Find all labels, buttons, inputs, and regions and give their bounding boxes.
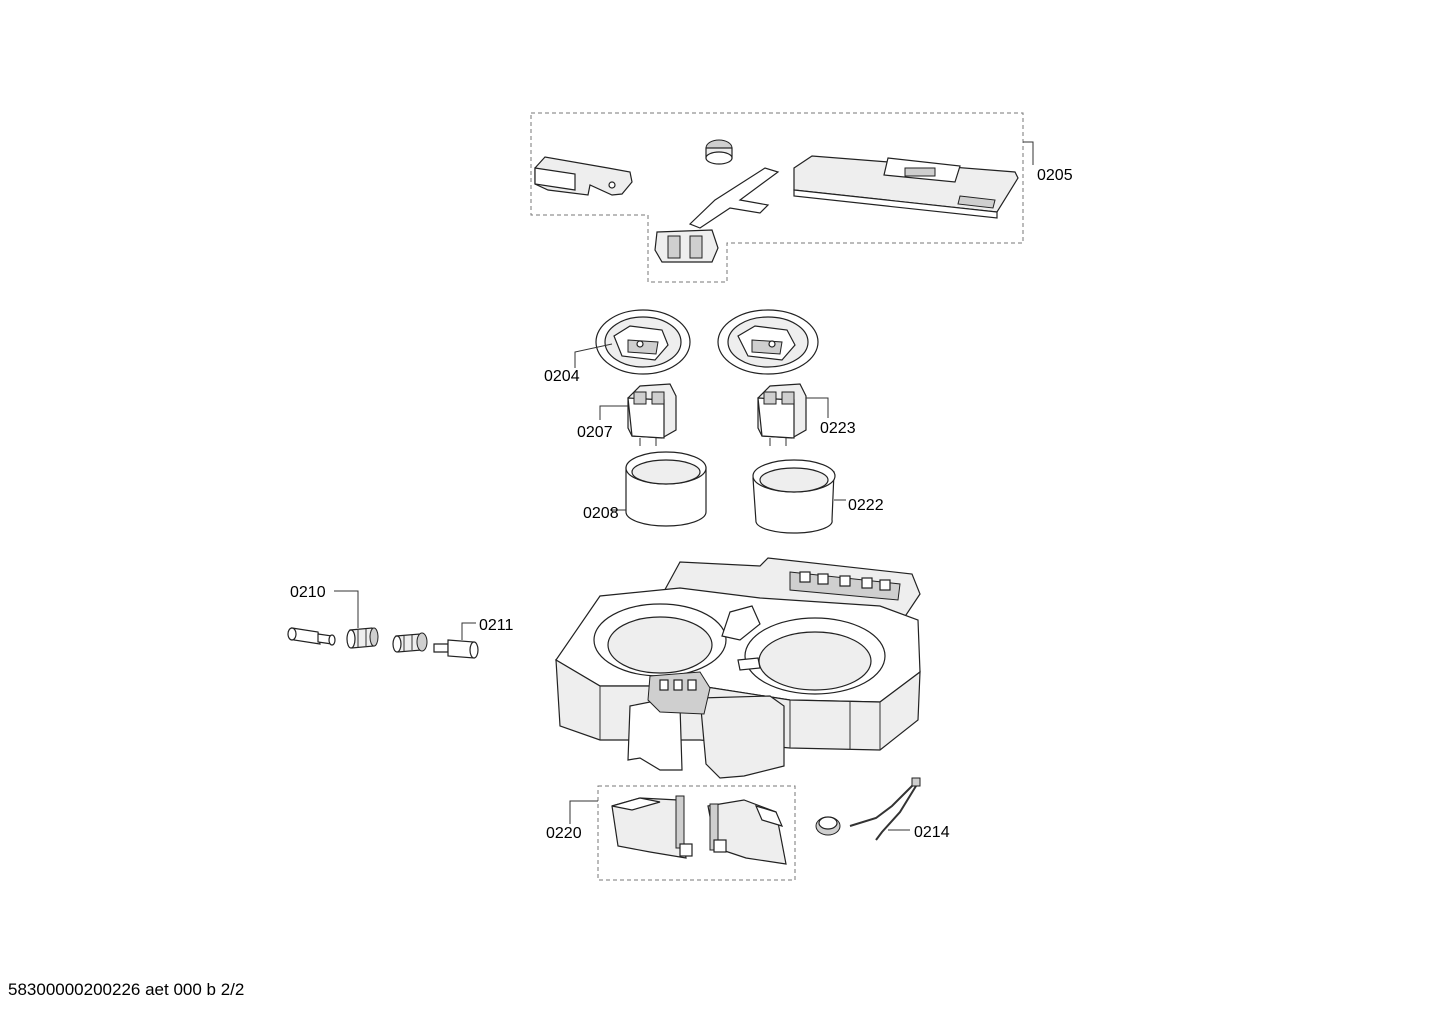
- label-0210: 0210: [290, 584, 326, 601]
- label-0223: 0223: [820, 420, 856, 437]
- pin-part-1[interactable]: [287, 627, 336, 646]
- group-0205-dashed-boundary: [530, 112, 1024, 283]
- leader-0210: [334, 590, 359, 628]
- label-0211: 0211: [479, 617, 514, 634]
- label-0207: 0207: [577, 424, 613, 441]
- fan-cover-right[interactable]: [717, 309, 819, 375]
- gear-part[interactable]: [392, 632, 428, 653]
- pin-part-2[interactable]: [433, 639, 479, 659]
- group-0220-dashed-boundary: [597, 785, 796, 881]
- label-0205: 0205: [1037, 167, 1073, 184]
- sensor-0214[interactable]: [815, 777, 921, 841]
- label-0204: 0204: [544, 368, 580, 385]
- leader-0207: [599, 405, 628, 420]
- leader-0223: [806, 397, 829, 418]
- document-footer: 58300000200226 aet 000 b 2/2: [8, 980, 245, 999]
- label-0208: 0208: [583, 505, 619, 522]
- main-housing[interactable]: [555, 557, 921, 779]
- ring-0222[interactable]: [752, 459, 836, 534]
- bracket-part[interactable]: [534, 156, 633, 196]
- label-0214: 0214: [914, 824, 950, 841]
- leader-0205: [1023, 141, 1034, 165]
- motor-0223[interactable]: [757, 383, 807, 446]
- flap-right[interactable]: [707, 799, 787, 865]
- coupling-part[interactable]: [346, 627, 379, 649]
- knob-part[interactable]: [705, 139, 733, 165]
- leader-0220: [569, 800, 598, 824]
- rail-part[interactable]: [793, 155, 1019, 219]
- label-0222: 0222: [848, 497, 884, 514]
- motor-0207[interactable]: [627, 383, 677, 446]
- group-0205: 0205: [530, 112, 1073, 283]
- flap-left[interactable]: [611, 795, 693, 859]
- fan-cover-left[interactable]: [595, 309, 691, 375]
- lever-part[interactable]: [654, 167, 780, 263]
- ring-0208[interactable]: [625, 451, 707, 527]
- label-0220: 0220: [546, 825, 582, 842]
- leader-0204: [574, 343, 613, 368]
- leader-0211: [461, 622, 476, 640]
